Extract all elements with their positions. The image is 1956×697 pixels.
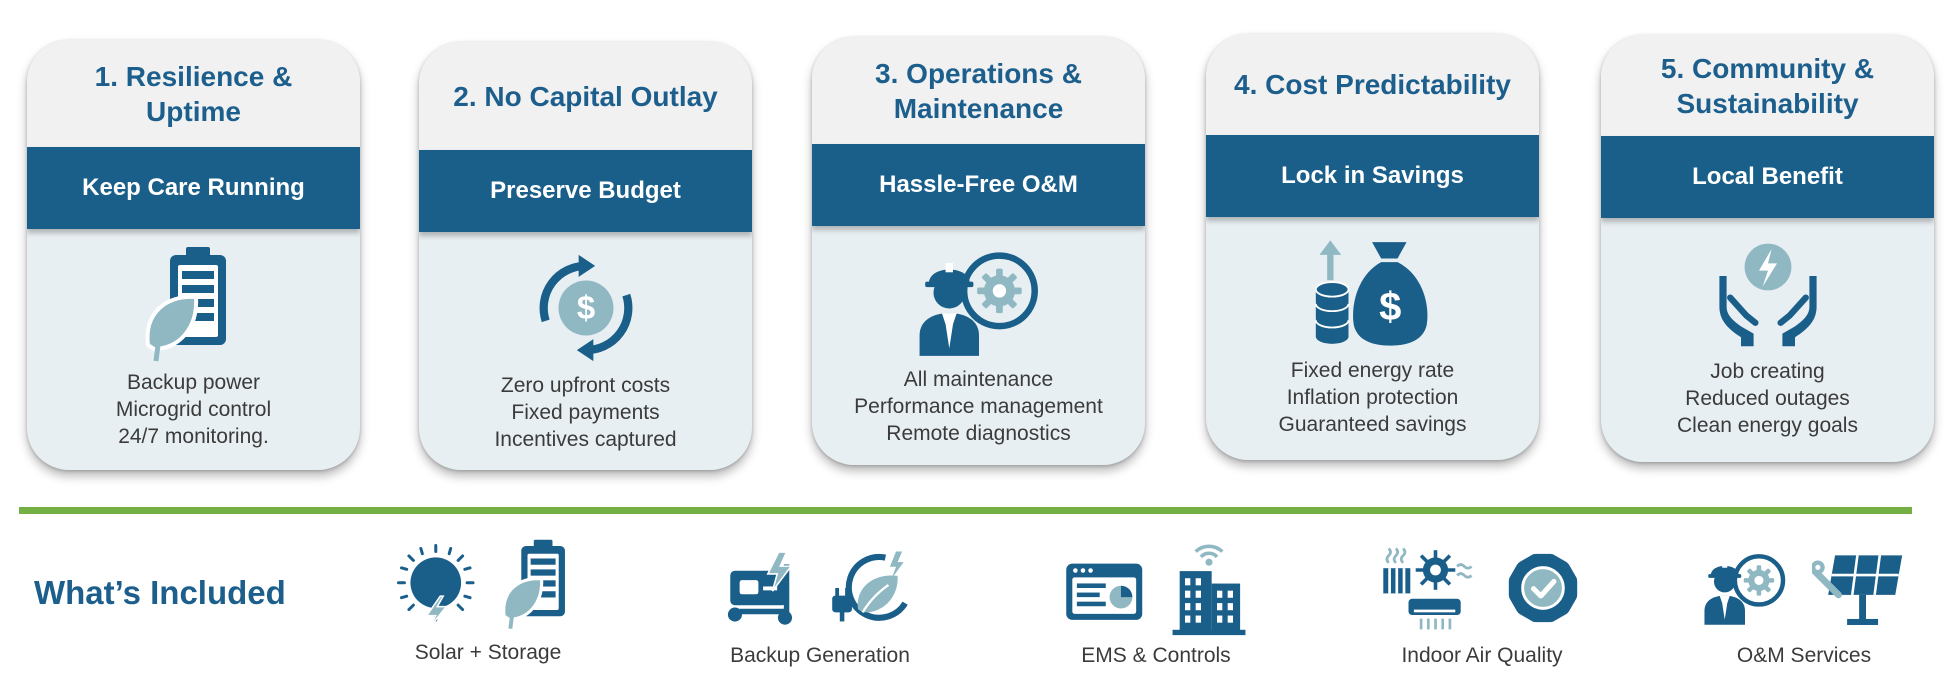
dashboard-screen-icon xyxy=(1063,550,1147,626)
card-line: Job creating xyxy=(1710,360,1825,383)
card-title: 3. Operations &Maintenance xyxy=(812,37,1145,144)
card-resilience: 1. Resilience &Uptime Keep Care Running … xyxy=(27,40,360,470)
card-title-line: 2. No Capital Outlay xyxy=(453,80,718,112)
battery-leaf-icon xyxy=(501,538,579,632)
card-no-capital-outlay: 2. No Capital Outlay Preserve Budget Zer… xyxy=(419,42,752,470)
card-line: Reduced outages xyxy=(1685,387,1850,410)
included-label: O&M Services xyxy=(1736,644,1872,667)
card-cost-predictability: 4. Cost Predictability Lock in Savings F… xyxy=(1206,34,1539,460)
included-label: Indoor Air Quality xyxy=(1401,644,1563,667)
card-line: Clean energy goals xyxy=(1677,414,1858,437)
solar-panel-tool-icon xyxy=(1812,545,1908,631)
card-line: Incentives captured xyxy=(494,428,677,451)
card-lines: All maintenance Performance management R… xyxy=(812,366,1145,447)
card-title-line: Uptime xyxy=(146,95,241,127)
included-backup-generation: Backup Generation xyxy=(700,538,940,668)
card-title-line: Sustainability xyxy=(1676,87,1859,119)
card-title-line: Maintenance xyxy=(893,92,1064,124)
hands-energy-icon xyxy=(1714,240,1822,348)
included-label: Solar + Storage xyxy=(414,641,562,664)
technician-gear-icon xyxy=(914,246,1044,358)
plug-leaf-icon xyxy=(832,550,916,626)
card-title: 4. Cost Predictability xyxy=(1206,34,1539,135)
card-title: 1. Resilience &Uptime xyxy=(27,40,360,147)
whats-included-title: What’s Included xyxy=(34,574,286,611)
card-lines: Job creating Reduced outages Clean energ… xyxy=(1601,358,1934,439)
card-line: All maintenance xyxy=(903,368,1054,391)
card-lines: Fixed energy rate Inflation protection G… xyxy=(1206,357,1539,438)
card-line: Microgrid control xyxy=(115,398,272,421)
card-band: Lock in Savings xyxy=(1206,135,1539,217)
card-community-sustainability: 5. Community &Sustainability Local Benef… xyxy=(1601,35,1934,462)
included-label: EMS & Controls xyxy=(1081,644,1231,667)
dollar-cycle-icon xyxy=(531,253,641,363)
card-line: 24/7 monitoring. xyxy=(118,425,269,448)
included-ems-controls: EMS & Controls xyxy=(1036,538,1276,668)
generator-icon xyxy=(724,548,810,628)
card-title-line: 5. Community & xyxy=(1660,52,1875,84)
card-title: 2. No Capital Outlay xyxy=(419,42,752,150)
quality-badge-icon xyxy=(1503,548,1583,628)
card-title-line: 4. Cost Predictability xyxy=(1234,69,1511,100)
technician-gear-icon xyxy=(1700,550,1790,626)
card-band: Preserve Budget xyxy=(419,150,752,232)
card-line: Fixed energy rate xyxy=(1290,359,1455,382)
card-band: Local Benefit xyxy=(1601,136,1934,218)
card-line: Zero upfront costs xyxy=(500,374,671,397)
card-line: Inflation protection xyxy=(1286,386,1459,409)
card-band: Hassle-Free O&M xyxy=(812,144,1145,226)
card-line: Remote diagnostics xyxy=(886,422,1071,445)
card-title-line: 3. Operations & xyxy=(875,57,1082,89)
battery-leaf-icon xyxy=(144,245,244,365)
included-solar-storage: Solar + Storage xyxy=(368,535,608,665)
card-title: 5. Community &Sustainability xyxy=(1601,35,1934,136)
card-lines: Zero upfront costs Fixed payments Incent… xyxy=(419,372,752,453)
card-line: Performance management xyxy=(854,395,1103,418)
smart-building-icon xyxy=(1169,539,1249,637)
sun-bolt-icon xyxy=(397,544,479,626)
card-operations-maintenance: 3. Operations &Maintenance Hassle-Free O… xyxy=(812,37,1145,465)
card-line: Guaranteed savings xyxy=(1278,413,1467,436)
included-label: Backup Generation xyxy=(730,644,910,667)
hvac-icon xyxy=(1381,543,1481,633)
included-om-services: O&M Services xyxy=(1684,538,1924,668)
card-band: Keep Care Running xyxy=(27,147,360,229)
money-bag-coins-icon xyxy=(1314,238,1432,348)
green-divider xyxy=(19,507,1912,514)
card-title-line: 1. Resilience & xyxy=(94,60,293,92)
included-indoor-air-quality: Indoor Air Quality xyxy=(1362,538,1602,668)
card-line: Fixed payments xyxy=(511,401,660,424)
card-lines: Backup power Microgrid control 24/7 moni… xyxy=(27,369,360,450)
card-line: Backup power xyxy=(126,371,261,394)
